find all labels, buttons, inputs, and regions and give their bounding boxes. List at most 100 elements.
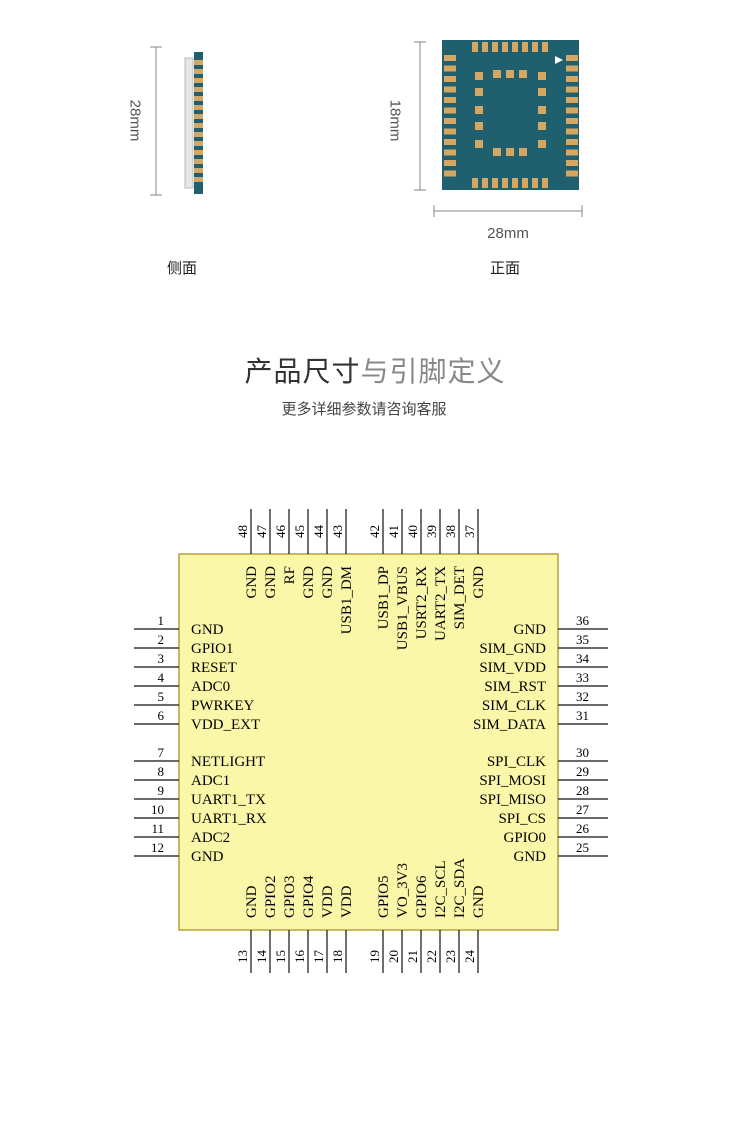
front-pad <box>475 140 483 148</box>
pin-label: RESET <box>191 660 237 676</box>
side-view-caption: 侧面 <box>166 259 197 277</box>
front-pad <box>493 148 501 156</box>
side-pad <box>194 177 203 182</box>
pin-number: 20 <box>386 950 401 963</box>
front-pad <box>566 65 578 72</box>
pin-label: GPIO2 <box>263 875 279 918</box>
pin-label: SIM_RST <box>484 679 546 695</box>
front-pad <box>566 107 578 114</box>
pin-label: SIM_CLK <box>482 698 546 714</box>
front-pad <box>482 178 488 188</box>
pin-label: I2C_SCL <box>433 860 449 918</box>
pin-number: 28 <box>576 783 589 798</box>
pin-label: ADC2 <box>191 830 230 846</box>
pin-label: GND <box>471 566 487 599</box>
pin-number: 12 <box>151 840 164 855</box>
pin-label: I2C_SDA <box>452 858 468 918</box>
pin-number: 40 <box>405 525 420 538</box>
pin-label: ADC1 <box>191 773 230 789</box>
pin-label: UART2_TX <box>433 566 449 641</box>
front-pad <box>538 122 546 130</box>
front-pad <box>472 178 478 188</box>
front-pad <box>444 139 456 145</box>
front-dimension-lines <box>414 41 583 217</box>
pin-label: UART1_TX <box>191 792 266 808</box>
side-pad <box>194 150 203 155</box>
pin-number: 27 <box>576 802 590 817</box>
front-pad <box>542 178 548 188</box>
pin-label: GPIO6 <box>414 875 430 918</box>
pin-label: PWRKEY <box>191 698 255 714</box>
pin-label: SIM_DATA <box>473 717 546 733</box>
pin-label: VDD <box>339 885 355 918</box>
pin-label: GND <box>191 849 224 865</box>
pin-number: 16 <box>292 950 307 964</box>
pin-number: 48 <box>235 525 250 538</box>
pin-label: GND <box>191 622 224 638</box>
front-pad <box>538 88 546 96</box>
front-pad <box>502 178 508 188</box>
pin-number: 41 <box>386 525 401 538</box>
pin-number: 30 <box>576 745 589 760</box>
front-pad <box>506 70 514 78</box>
pin-number: 36 <box>576 613 590 628</box>
front-pad <box>566 118 578 124</box>
front-pad <box>566 139 578 145</box>
pin-label: SIM_VDD <box>479 660 546 676</box>
pin-label: SPI_MISO <box>479 792 546 808</box>
front-pad <box>444 55 456 61</box>
pin-number: 3 <box>158 651 165 666</box>
pin-number: 32 <box>576 689 589 704</box>
pin-label: USB1_VBUS <box>395 566 411 650</box>
front-pad <box>444 97 456 103</box>
pin-number: 13 <box>235 950 250 963</box>
pin-number: 5 <box>158 689 165 704</box>
side-pad <box>194 60 203 65</box>
front-pad <box>566 160 578 166</box>
pin-number: 6 <box>158 708 165 723</box>
front-pad <box>444 149 456 156</box>
pin-label: SPI_MOSI <box>479 773 546 789</box>
front-pad <box>444 86 456 93</box>
front-pad <box>538 140 546 148</box>
pin-number: 44 <box>311 525 326 539</box>
pin-label: VDD_EXT <box>191 717 260 733</box>
front-pad <box>493 70 501 78</box>
front-pad <box>522 178 528 188</box>
pin-number: 17 <box>311 950 326 964</box>
front-pad <box>519 70 527 78</box>
pin-number: 47 <box>254 525 269 539</box>
side-pad <box>194 141 203 146</box>
front-pad <box>492 42 498 52</box>
pin-label: GND <box>244 885 260 918</box>
pin-label: GND <box>320 566 336 599</box>
pin-number: 34 <box>576 651 590 666</box>
front-pad <box>566 170 578 177</box>
front-pad <box>512 178 518 188</box>
front-pad <box>444 107 456 114</box>
front-pad <box>444 128 456 135</box>
pin-label: GND <box>514 622 547 638</box>
pin-number: 14 <box>254 950 269 964</box>
pin-number: 10 <box>151 802 164 817</box>
pin-label: VO_3V3 <box>395 863 411 918</box>
section-title-main: 产品尺寸 <box>244 355 361 388</box>
pin-number: 19 <box>367 950 382 963</box>
pin-number: 24 <box>462 950 477 964</box>
pin-number: 37 <box>462 525 477 539</box>
pin-number: 23 <box>443 950 458 963</box>
front-pad <box>482 42 488 52</box>
module-drawings <box>150 40 583 217</box>
front-pad <box>538 72 546 80</box>
front-pad <box>475 122 483 130</box>
front-pad <box>566 86 578 93</box>
front-pad <box>532 42 538 52</box>
pin-number: 33 <box>576 670 589 685</box>
side-pad <box>194 87 203 92</box>
pin-label: USB1_DP <box>376 566 392 629</box>
pin-label: SIM_DET <box>452 566 468 629</box>
front-pad <box>566 76 578 82</box>
front-pad <box>475 88 483 96</box>
front-pad <box>506 148 514 156</box>
